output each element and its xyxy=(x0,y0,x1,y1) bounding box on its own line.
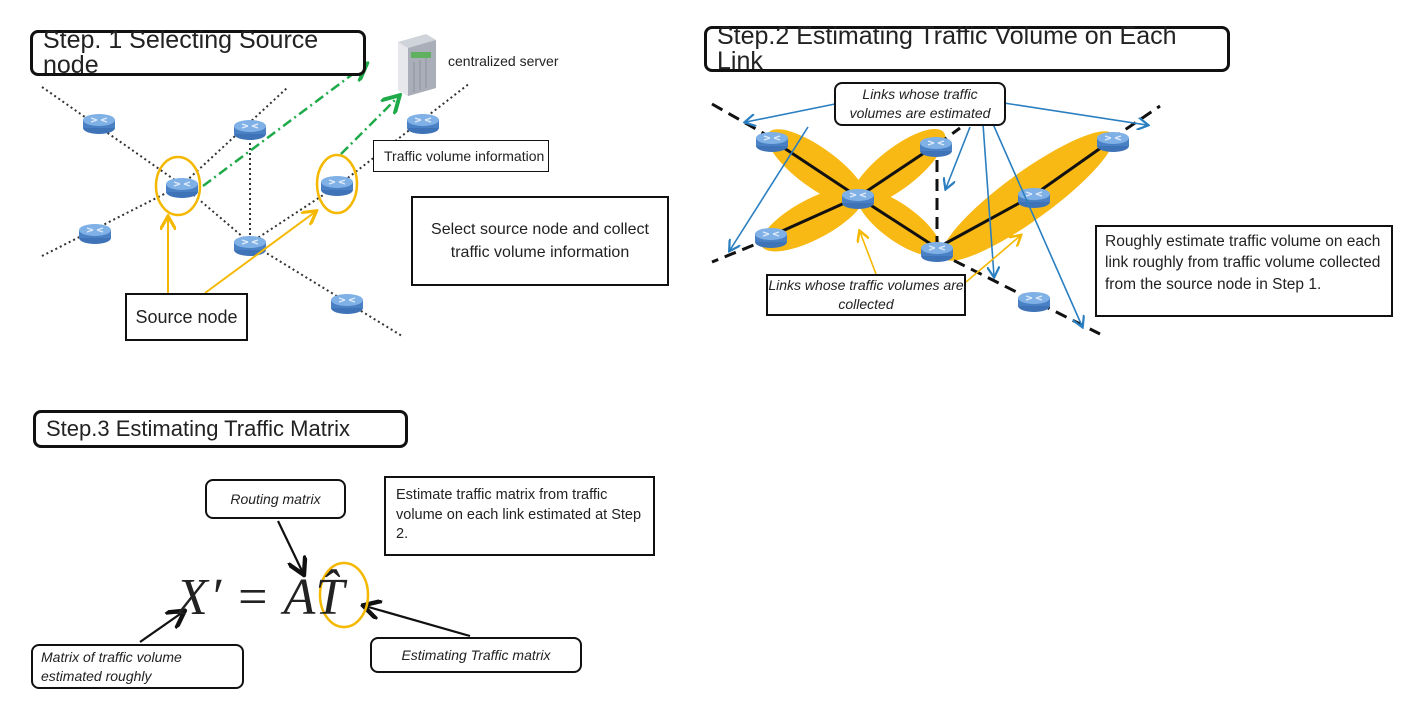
step2-title: Step.2 Estimating Traffic Volume on Each… xyxy=(704,24,1230,74)
collected-arrow-1 xyxy=(860,232,877,275)
step2-description: Roughly estimate traffic volume on each … xyxy=(1095,225,1393,317)
router-icon xyxy=(233,235,267,257)
x-matrix-label: Matrix of traffic volume estimated rough… xyxy=(31,644,244,689)
step3-title: Step.3 Estimating Traffic Matrix xyxy=(33,410,408,448)
router-icon xyxy=(165,177,199,199)
source-node-label: Source node xyxy=(125,293,248,341)
routing-arrow xyxy=(277,520,303,573)
collect-arrow-2 xyxy=(340,97,398,155)
server-label: centralized server xyxy=(448,53,559,69)
step1-title: Step. 1 Selecting Source node xyxy=(30,28,366,78)
equation-lhs: X′ xyxy=(176,569,224,626)
t-arrow xyxy=(365,606,471,638)
source-arrow-2 xyxy=(204,212,315,294)
estimated-links-label: Links whose traffic volumes are estimate… xyxy=(834,82,1006,126)
router-icon xyxy=(754,227,788,249)
router-icon xyxy=(1096,131,1130,153)
router-icon xyxy=(330,293,364,315)
collected-arrow-2 xyxy=(965,236,1020,283)
server-icon xyxy=(398,34,436,96)
equation: X′ = AT̂ xyxy=(176,568,346,627)
equation-traffic-matrix: T̂ xyxy=(315,569,347,626)
traffic-matrix-label: Estimating Traffic matrix xyxy=(370,637,582,673)
source-highlight-1 xyxy=(154,155,202,217)
router-icon xyxy=(320,175,354,197)
collect-arrow-1 xyxy=(202,65,365,188)
estimated-arrows xyxy=(730,102,1147,326)
routing-matrix-label: Routing matrix xyxy=(205,479,346,519)
equation-equals: = xyxy=(238,569,270,626)
router-icon xyxy=(755,131,789,153)
router-icon xyxy=(78,223,112,245)
traffic-info-label: Traffic volume information xyxy=(373,140,549,172)
collected-links-label: Links whose traffic volumes are collecte… xyxy=(766,274,966,316)
step3-description: Estimate traffic matrix from traffic vol… xyxy=(384,476,655,556)
router-icon xyxy=(919,136,953,158)
router-icon xyxy=(233,119,267,141)
source-highlight-2 xyxy=(315,153,359,215)
x-arrow xyxy=(139,612,183,643)
router-icon xyxy=(82,113,116,135)
t-highlight xyxy=(318,561,370,629)
router-icon xyxy=(406,113,440,135)
router-icon xyxy=(1017,291,1051,313)
router-icon xyxy=(841,188,875,210)
equation-routing-matrix: A xyxy=(283,569,316,626)
step1-description: Select source node and collect traffic v… xyxy=(411,196,669,286)
router-icon xyxy=(920,241,954,263)
